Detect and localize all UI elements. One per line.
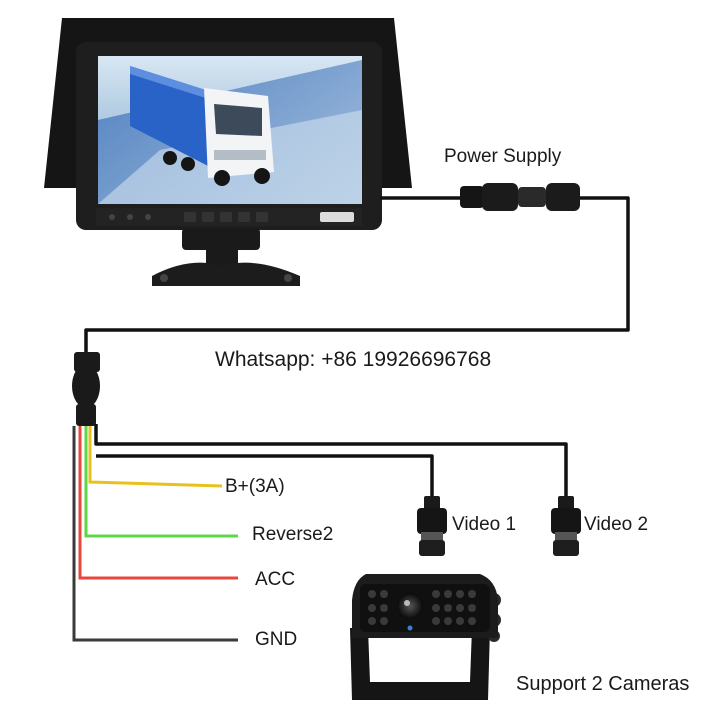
acc-label: ACC [255, 569, 296, 590]
acc-wire [78, 426, 238, 580]
camera-lens-icon [397, 593, 423, 619]
monitor-led-icon [109, 214, 115, 220]
power-button-icon [202, 212, 214, 222]
camera-indicator-icon [407, 625, 413, 631]
whatsapp-contact-label: Whatsapp: +86 19926696768 [215, 348, 492, 371]
power-supply-connector [460, 183, 580, 211]
video2-connector [551, 496, 581, 556]
monitor-mount-base [152, 262, 300, 286]
gnd-wire [72, 426, 238, 642]
breakout-connector [72, 352, 100, 426]
reverse2-label: Reverse2 [252, 524, 334, 545]
menu-button-icon [184, 212, 196, 222]
gnd-label: GND [255, 629, 298, 650]
support-cameras-label: Support 2 Cameras [516, 673, 690, 695]
b-plus-wire [88, 426, 223, 488]
reverse-wire [84, 426, 238, 538]
b-plus-label: B+(3A) [225, 476, 285, 497]
ir-led-array [368, 590, 476, 625]
monitor-led-icon [127, 214, 133, 220]
mode-button-icon [220, 212, 232, 222]
main-cable [84, 196, 630, 356]
monitor-screen [98, 56, 362, 204]
down-button-icon [238, 212, 250, 222]
monitor-mount-knob [182, 228, 260, 250]
monitor [44, 18, 412, 286]
power-wires [72, 426, 238, 642]
camera [350, 574, 501, 700]
video-cables [94, 424, 568, 500]
power-supply-label: Power Supply [444, 146, 562, 167]
monitor-mount-neck [206, 246, 238, 268]
video2-label: Video 2 [584, 514, 649, 535]
video1-connector [417, 496, 447, 556]
video1-label: Video 1 [452, 514, 517, 535]
brand-plate [320, 212, 354, 222]
camera-bracket [350, 628, 490, 700]
up-button-icon [256, 212, 268, 222]
monitor-led-icon [145, 214, 151, 220]
